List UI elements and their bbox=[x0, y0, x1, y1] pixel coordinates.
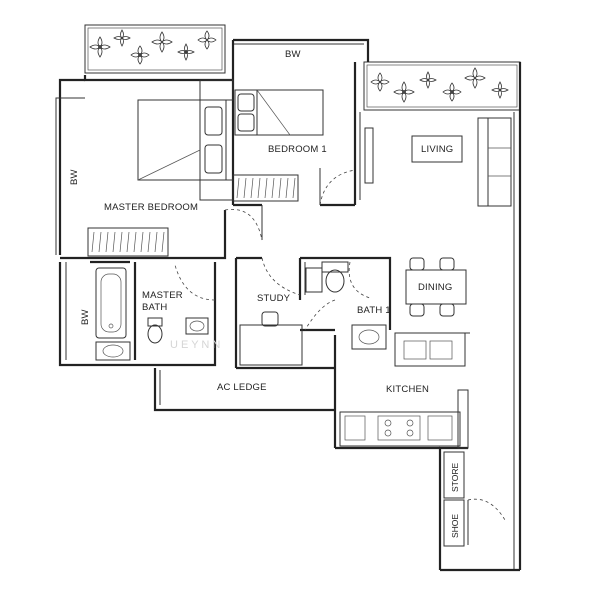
kitchen-fridge bbox=[457, 389, 469, 449]
label-bath-1: BATH 1 bbox=[357, 305, 391, 316]
living-sofa bbox=[477, 117, 512, 207]
master-wardrobe bbox=[87, 227, 169, 257]
label-bedroom-1: BEDROOM 1 bbox=[268, 144, 327, 155]
toilet-icon bbox=[147, 317, 163, 344]
plant-icon bbox=[370, 67, 509, 103]
stove-icon bbox=[377, 415, 421, 441]
plant-icon bbox=[89, 29, 217, 65]
label-master-bath-1: MASTER bbox=[142, 290, 183, 301]
label-shoe: SHOE bbox=[450, 514, 460, 538]
label-bw-top: BW bbox=[285, 49, 301, 60]
sink-icon bbox=[185, 317, 209, 335]
planter-top-left bbox=[84, 24, 226, 74]
kitchen-counter-top bbox=[394, 332, 466, 367]
bathtub-icon bbox=[95, 267, 127, 339]
shower-icon bbox=[305, 267, 323, 293]
label-kitchen: KITCHEN bbox=[386, 384, 429, 395]
store-cabinet bbox=[443, 451, 465, 499]
planter-top-right bbox=[363, 61, 521, 111]
master-bed bbox=[137, 79, 234, 201]
door-swings bbox=[174, 168, 506, 545]
exterior-walls bbox=[55, 38, 522, 572]
study-desk bbox=[239, 311, 303, 366]
label-ac-ledge: AC LEDGE bbox=[217, 382, 267, 393]
label-master-bath-2: BATH bbox=[142, 302, 167, 313]
watermark-text: U E Y N N bbox=[170, 339, 220, 351]
label-bw-bedroom: BW bbox=[69, 169, 80, 185]
bedroom1-wardrobe bbox=[232, 174, 299, 202]
label-store: STORE bbox=[450, 463, 460, 492]
label-study: STUDY bbox=[257, 293, 291, 304]
living-coffee-table bbox=[411, 135, 463, 163]
sink-icon bbox=[351, 324, 387, 350]
room-labels: BW BW BW MASTER BEDROOM BEDROOM 1 LIVING… bbox=[69, 49, 460, 538]
label-dining: DINING bbox=[418, 282, 452, 293]
interior-walls bbox=[60, 203, 470, 370]
vanity-counter bbox=[95, 341, 131, 361]
kitchen-counter-bottom bbox=[339, 411, 461, 447]
shoe-cabinet bbox=[443, 499, 465, 547]
label-bw-bath: BW bbox=[80, 309, 91, 325]
dining-set bbox=[405, 257, 467, 317]
toilet-icon bbox=[321, 261, 349, 293]
living-tv-console bbox=[364, 127, 374, 184]
label-master-bedroom: MASTER BEDROOM bbox=[104, 202, 198, 213]
bedroom1-bed bbox=[234, 89, 324, 136]
label-living: LIVING bbox=[421, 144, 453, 155]
